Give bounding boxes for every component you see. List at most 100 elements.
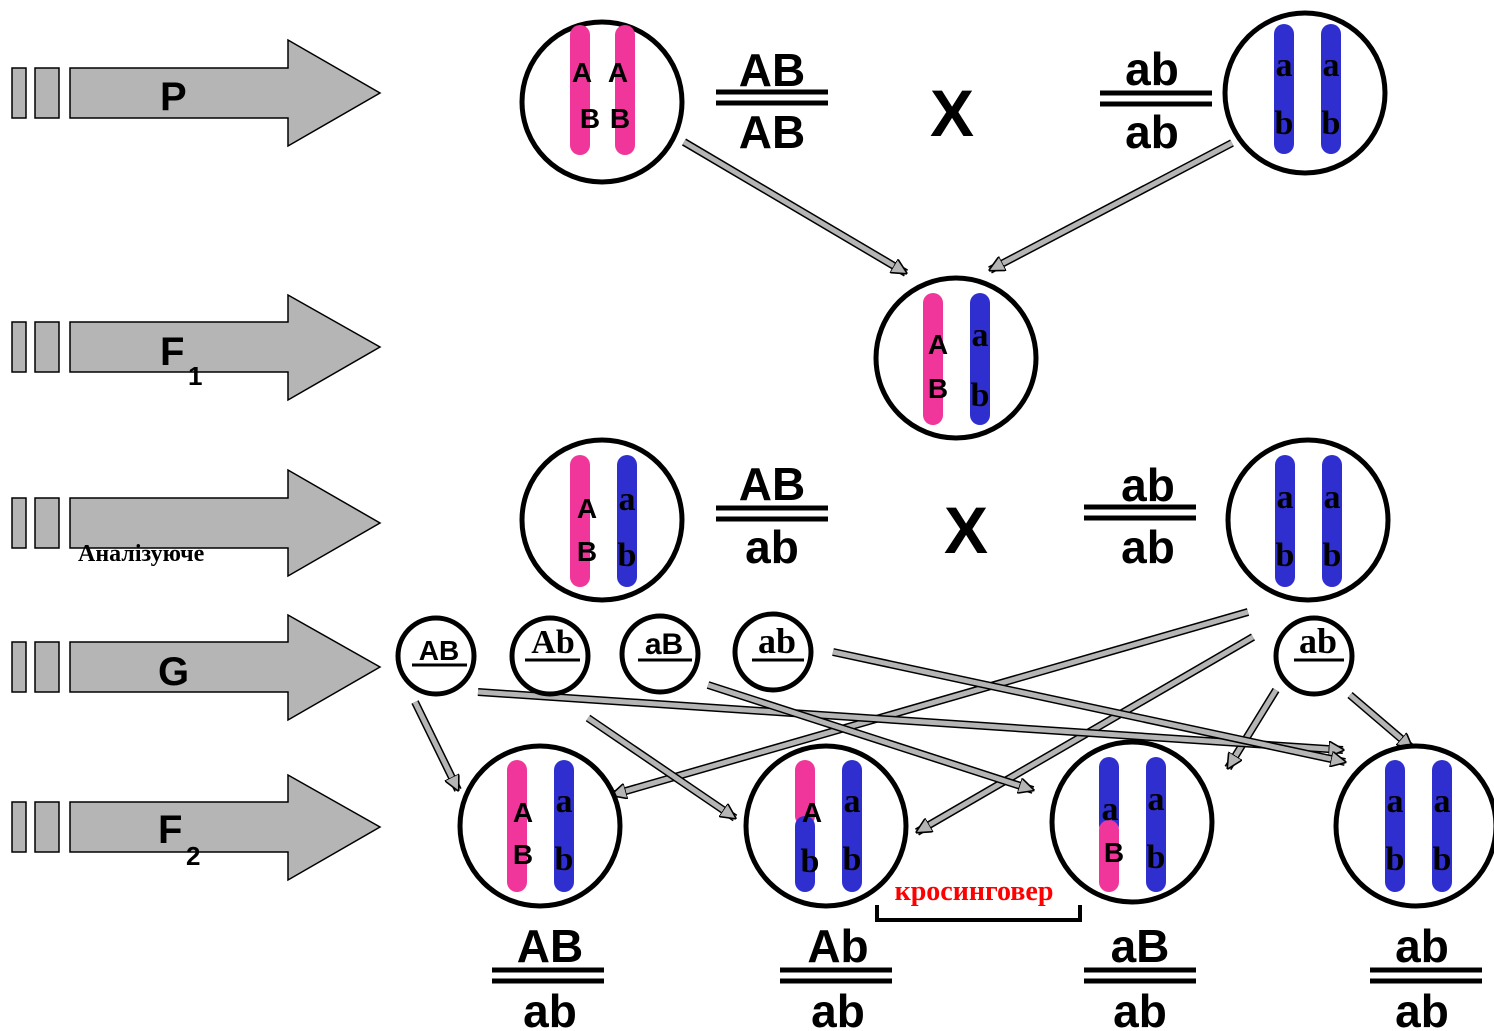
- f2-cell-ab-ab: a b a b: [1333, 743, 1494, 909]
- row-label-g: G: [158, 650, 189, 694]
- chromosome-paternal: [842, 760, 862, 892]
- chromosome-maternal: [923, 293, 943, 425]
- fraction-bottom: ab: [1121, 521, 1175, 573]
- fraction-bottom: ab: [523, 985, 577, 1031]
- row-arrow-test: Аналізуюче: [11, 468, 382, 578]
- chromosome-recombinant: [795, 816, 815, 892]
- gene-label: A: [577, 493, 597, 524]
- arrow-gamete-AB-to-f2-1: [411, 700, 462, 790]
- gene-label: a: [619, 481, 636, 518]
- chromosome-maternal: [795, 760, 815, 826]
- gene-label: b: [1433, 841, 1452, 878]
- gene-label: b: [1386, 841, 1405, 878]
- f2-fraction-2: Ab ab: [780, 920, 892, 1031]
- gene-label: a: [1323, 47, 1340, 84]
- gamete-Ab: Ab: [509, 615, 591, 697]
- gamete-label: ab: [758, 621, 796, 661]
- p-right-fraction: ab ab: [1100, 43, 1212, 158]
- gene-label: a: [972, 317, 989, 354]
- gene-label: a: [1387, 783, 1404, 820]
- connector-arrows: [411, 138, 1415, 836]
- row-label-p: P: [160, 75, 187, 119]
- arrow-gamete-ab-right-to-f2-4: [1347, 691, 1415, 752]
- fraction-bottom: ab: [745, 521, 799, 573]
- fraction-bottom: AB: [739, 106, 805, 158]
- gene-label: a: [1276, 47, 1293, 84]
- gene-label: b: [1147, 839, 1166, 876]
- fraction-top: AB: [739, 44, 805, 96]
- test-right-cell: a b a b: [1225, 437, 1391, 603]
- crossover-bracket: кросинговер: [875, 876, 1082, 922]
- gene-label: b: [1322, 105, 1341, 142]
- fraction-bottom: ab: [1125, 106, 1179, 158]
- f2-cell-aB-ab: a B a b: [1049, 739, 1215, 905]
- p-left-fraction: AB AB: [716, 44, 828, 158]
- gamete-ab-right: ab: [1273, 615, 1355, 697]
- chromosome-paternal: [1146, 757, 1166, 892]
- test-right-fraction: ab ab: [1084, 459, 1196, 573]
- chromosome-paternal: [1432, 760, 1452, 892]
- chromosome-paternal: [1385, 760, 1405, 892]
- chromosome-paternal: [617, 455, 637, 587]
- chromosome-maternal: [615, 25, 635, 155]
- f2-fraction-1: AB ab: [492, 920, 604, 1031]
- gene-label: B: [577, 536, 597, 567]
- chromosome-paternal: [554, 760, 574, 892]
- fraction-bottom: ab: [811, 985, 865, 1031]
- gene-label: a: [844, 783, 861, 820]
- crossover-label: кросинговер: [895, 876, 1054, 907]
- row-label-f2: F: [158, 808, 182, 852]
- arrow-gamete-AB-to-f2-4: [477, 688, 1343, 750]
- fraction-top: AB: [739, 458, 805, 510]
- p-left-cell: A B A B: [519, 19, 685, 185]
- fraction-bottom: ab: [1395, 985, 1449, 1031]
- row-label-test: Аналізуюче: [78, 541, 205, 567]
- fraction-top: AB: [517, 920, 583, 972]
- fraction-top: aB: [1111, 920, 1170, 972]
- chromosome-maternal: [507, 760, 527, 892]
- arrow-gamete-aB-to-f2-3: [706, 681, 1033, 790]
- f2-cell-AB-ab: A B a b: [457, 743, 623, 909]
- gamete-label: Ab: [531, 624, 574, 661]
- gene-label: a: [1277, 479, 1294, 516]
- chromosome-maternal: [570, 455, 590, 587]
- row-label-f2-sub: 2: [186, 841, 200, 871]
- fraction-top: ab: [1395, 920, 1449, 972]
- gene-label: A: [802, 797, 822, 828]
- gene-label: a: [1148, 781, 1165, 818]
- gene-label: a: [1102, 791, 1119, 828]
- arrow-p-right-to-f1: [990, 139, 1234, 274]
- arrow-gamete-Ab-to-f2-2: [585, 714, 735, 822]
- chromosome-maternal: [1099, 820, 1119, 892]
- chromosome-maternal: [570, 25, 590, 155]
- chromosome-paternal: [1274, 24, 1294, 154]
- gamete-label: ab: [1299, 621, 1337, 661]
- row-label-f1-sub: 1: [188, 361, 202, 391]
- gamete-aB: aB: [619, 613, 701, 695]
- gene-label: b: [971, 377, 990, 414]
- test-left-fraction: AB ab: [716, 458, 828, 573]
- fraction-top: Ab: [807, 920, 868, 972]
- row-arrow-p: P: [11, 38, 382, 148]
- f2-fraction-4: ab ab: [1370, 920, 1482, 1031]
- arrow-p-left-to-f1: [681, 138, 906, 277]
- gene-label: b: [1323, 537, 1342, 574]
- gamete-AB: AB: [395, 615, 477, 697]
- test-left-cell: A B a b: [519, 437, 685, 603]
- gene-label: B: [1104, 837, 1124, 868]
- fraction-top: ab: [1121, 459, 1175, 511]
- gene-label: A: [608, 57, 628, 88]
- gene-label: A: [928, 329, 948, 360]
- gene-label: a: [556, 783, 573, 820]
- gene-label: B: [580, 103, 600, 134]
- row-label-f1: F: [160, 330, 184, 374]
- gene-label: B: [610, 103, 630, 134]
- gene-label: A: [513, 797, 533, 828]
- row-arrow-f1: F 1: [11, 293, 382, 402]
- f2-fraction-3: aB ab: [1084, 920, 1196, 1031]
- gene-label: B: [513, 839, 533, 870]
- cross-sign-p: X: [930, 76, 974, 150]
- chromosome-paternal: [1322, 455, 1342, 587]
- arrow-gamete-ab-right-to-f2-1: [612, 608, 1250, 795]
